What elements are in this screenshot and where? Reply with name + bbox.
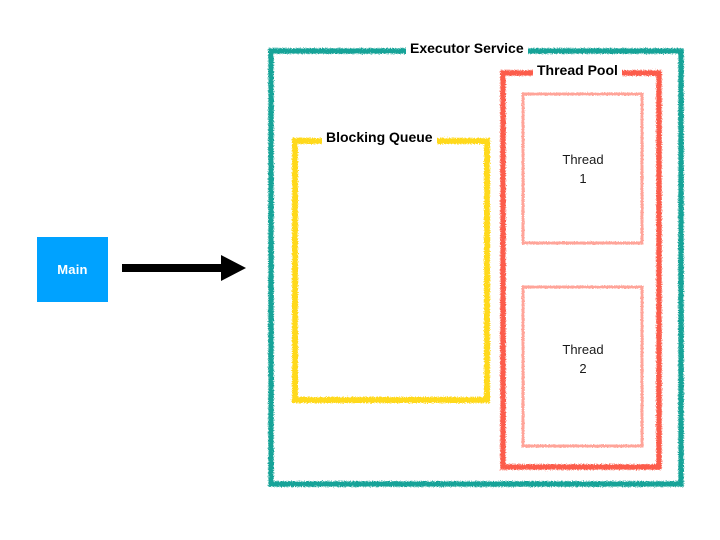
- thread-1-border: [521, 92, 644, 245]
- thread-1-box: [521, 92, 644, 245]
- blocking-queue-box: [292, 138, 490, 403]
- thread-1-label: Thread 1: [562, 152, 604, 186]
- thread-2-box: [521, 285, 644, 448]
- main-node: Main: [37, 237, 108, 302]
- thread-2-border: [521, 285, 644, 448]
- arrow-shape: [122, 255, 246, 281]
- executor-service-label: Executor Service: [406, 40, 528, 56]
- thread-pool-label: Thread Pool: [533, 62, 622, 78]
- thread-2-label: Thread 2: [562, 342, 604, 376]
- main-to-executor-arrow: [120, 250, 250, 286]
- main-node-label: Main: [57, 262, 88, 277]
- blocking-queue-border: [292, 138, 490, 403]
- blocking-queue-label: Blocking Queue: [322, 129, 437, 145]
